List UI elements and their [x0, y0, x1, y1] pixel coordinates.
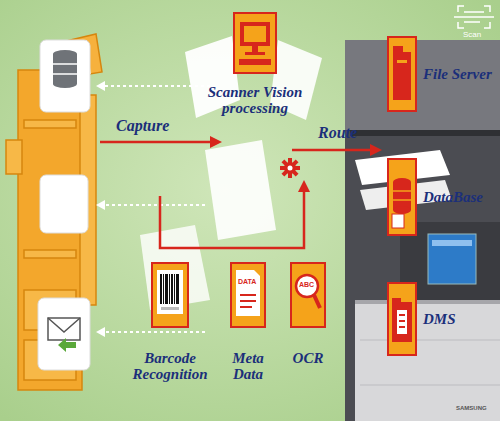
- icon-box-node: OCR: [290, 262, 326, 366]
- icon-box-node: DMS: [387, 282, 456, 356]
- arrow-label: Capture: [116, 117, 169, 135]
- dotted-arrows: [104, 86, 210, 332]
- right-printer: [345, 40, 500, 421]
- node-label: Scanner Vision processing: [195, 84, 315, 116]
- left-printer: [6, 34, 102, 390]
- arrow-label: Route: [318, 124, 357, 142]
- icon-box: [230, 262, 266, 328]
- icon-box: [387, 36, 417, 112]
- icon-box: [387, 158, 417, 236]
- dotted-arrowheads: [96, 81, 105, 337]
- icon-box-node: Barcode Recognition: [124, 262, 216, 382]
- scan-caption: Scan: [463, 30, 481, 39]
- icon-box-node: DataBase: [387, 158, 483, 236]
- icon-text: DATA: [238, 278, 256, 285]
- node-label: DataBase: [423, 189, 483, 205]
- node-label: File Server: [423, 66, 492, 82]
- capture-arrow: [100, 136, 222, 148]
- icon-text: ABC: [299, 281, 314, 288]
- processing-loop: [160, 158, 310, 248]
- node-label: Meta Data: [220, 350, 276, 382]
- node-label: OCR: [293, 350, 324, 366]
- icon-box: [151, 262, 189, 328]
- node-label: Barcode Recognition: [124, 350, 216, 382]
- route-arrow: [292, 144, 382, 156]
- left-icons: [38, 40, 90, 370]
- icon-box-node: File Server: [387, 36, 492, 112]
- node-label: DMS: [423, 311, 456, 327]
- icon-box: [290, 262, 326, 328]
- icon-box: [387, 282, 417, 356]
- icon-box: [233, 12, 277, 74]
- scan-icon: [454, 6, 494, 28]
- icon-box-node: Scanner Vision processing: [195, 12, 315, 116]
- brand-name: SAMSUNG: [456, 405, 487, 411]
